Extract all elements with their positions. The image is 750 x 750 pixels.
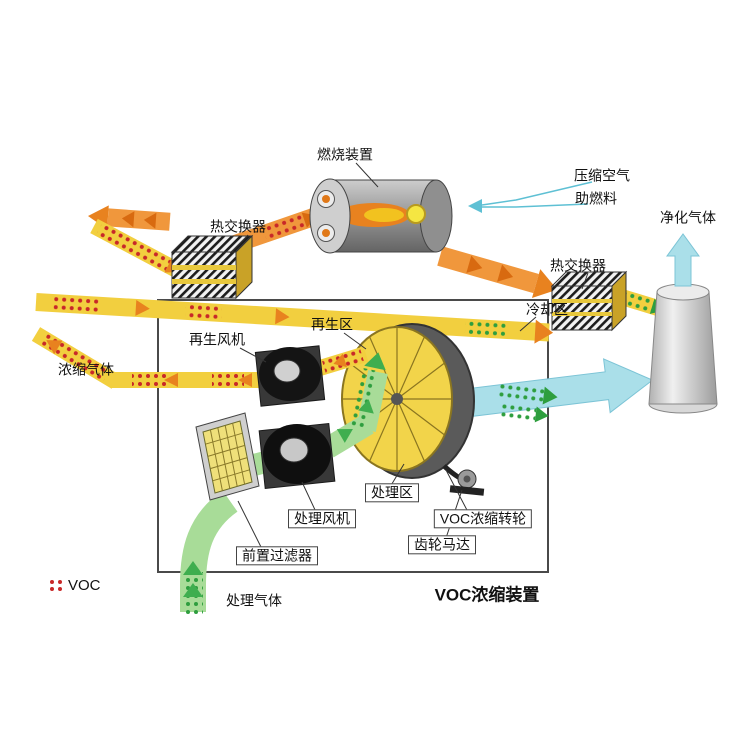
desorbed-air-dots [497, 382, 558, 423]
label-treatment-zone: 处理区 [365, 483, 419, 503]
gear-motor [442, 464, 485, 496]
legend-voc-label: VOC [68, 577, 101, 594]
legend-voc: VOC [50, 577, 101, 594]
concentrated-gas-duct-diagonal [31, 327, 120, 389]
label-heat-exchanger-left: 热交换器 [210, 218, 266, 235]
voc-dots-icon [50, 580, 63, 591]
label-heat-exchanger-right: 热交换器 [550, 257, 606, 274]
diagram-title: VOC浓缩装置 [434, 585, 540, 605]
label-gear-motor: 齿轮马达 [408, 535, 476, 555]
cooling-air-duct-long [35, 293, 554, 344]
regen-duct-into-rotor [317, 346, 369, 376]
sight-glass [406, 204, 426, 224]
air-fuel-feed-lines [468, 181, 593, 213]
label-combustion-device: 燃烧装置 [317, 146, 373, 163]
treatment-fan [258, 422, 336, 490]
label-treatment-fan: 处理风机 [288, 509, 356, 529]
label-purified-gas: 净化气体 [660, 209, 716, 226]
label-regeneration-fan: 再生风机 [189, 331, 245, 348]
label-pre-filter: 前置过滤器 [236, 546, 318, 566]
label-compressed-air: 压缩空气 [574, 167, 630, 184]
heat-exchanger-right [550, 270, 628, 332]
duct-burner-to-right-hx [437, 246, 558, 298]
purified-gas-arrow [666, 233, 700, 287]
label-regeneration-zone: 再生区 [311, 316, 353, 333]
exhaust-stack [648, 283, 718, 414]
concentrator-enclosure-box [157, 299, 549, 573]
pre-filter-panel [195, 412, 260, 501]
clean-air-arrow [455, 358, 654, 419]
combustion-cylinder [309, 178, 453, 254]
heat-exchanger-left [170, 234, 254, 300]
regeneration-fan [254, 345, 326, 407]
label-auxiliary-fuel: 助燃料 [575, 190, 617, 207]
label-cooling-zone: 冷却区 [526, 301, 568, 318]
label-concentrated-gas: 浓缩气体 [58, 361, 114, 378]
concentrated-gas-duct-horizontal [112, 372, 262, 388]
label-voc-rotor: VOC浓缩转轮 [433, 509, 533, 529]
label-treatment-gas: 处理气体 [226, 592, 282, 609]
